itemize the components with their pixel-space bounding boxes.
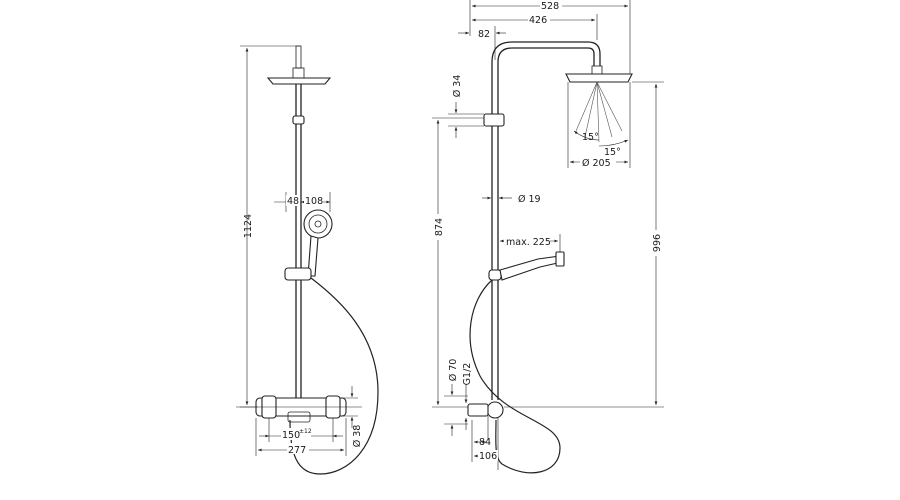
- side-dim-dia-34: Ø 34: [452, 75, 463, 98]
- front-mixer-outlet: [287, 411, 311, 423]
- side-angle-arc-a: [573, 130, 600, 141]
- side-thermostat-knob: [486, 401, 504, 419]
- front-dim-150: 150: [282, 430, 300, 441]
- side-dim-thread-g12: G1/2: [462, 363, 473, 386]
- side-pipe-collar: [483, 113, 505, 127]
- front-dim-277: 277: [288, 445, 306, 456]
- side-wall-mount: [467, 403, 489, 417]
- side-dim-dia-70: Ø 70: [448, 359, 459, 382]
- side-dim-106: 106: [479, 451, 497, 462]
- side-dim-82: 82: [478, 29, 490, 40]
- side-shower-joint: [591, 65, 603, 75]
- front-hand-shower-handle: [307, 235, 319, 277]
- front-dim-dia-38: Ø 38: [352, 425, 363, 448]
- front-hand-shower-face: [308, 214, 328, 234]
- side-hand-shower-head: [555, 251, 565, 267]
- front-dim-150-tolerance: ±12: [299, 428, 312, 435]
- side-overhead-shower: [565, 73, 633, 83]
- side-hand-shower: [499, 255, 563, 281]
- side-dim-996: 996: [652, 234, 663, 252]
- front-dim-1124: 1124: [243, 214, 254, 238]
- side-dim-84: 84: [479, 437, 491, 448]
- side-dim-426: 426: [529, 15, 547, 26]
- front-hand-shower-head: [303, 209, 333, 239]
- front-hand-shower-center: [314, 220, 322, 228]
- front-top-riser: [295, 45, 302, 69]
- front-rail-collar: [292, 115, 305, 125]
- front-slider-holder: [284, 267, 312, 281]
- side-view: 15° 15° Ø 205 528 426: [432, 0, 664, 474]
- side-dim-max-225: max. 225: [506, 237, 551, 248]
- front-shower-joint: [292, 67, 305, 79]
- side-hose: [469, 279, 561, 474]
- side-angle-arc-b: [598, 139, 629, 147]
- front-overhead-shower: [266, 77, 332, 85]
- front-dim-108: 108: [305, 196, 323, 207]
- side-hand-shower-holder: [488, 269, 502, 281]
- side-angle-a: 15°: [582, 132, 599, 143]
- side-dim-dia-19: Ø 19: [518, 194, 541, 205]
- front-hose: [289, 277, 379, 475]
- side-dim-874: 874: [434, 218, 445, 236]
- side-angle-b: 15°: [604, 147, 621, 158]
- side-dim-528: 528: [541, 1, 559, 12]
- side-dim-dia-205: Ø 205: [582, 158, 611, 169]
- front-view: 1124 48 108 150 ±12 277 Ø 38: [236, 45, 379, 475]
- side-shower-arm: [491, 41, 601, 66]
- front-dim-48: 48: [287, 196, 299, 207]
